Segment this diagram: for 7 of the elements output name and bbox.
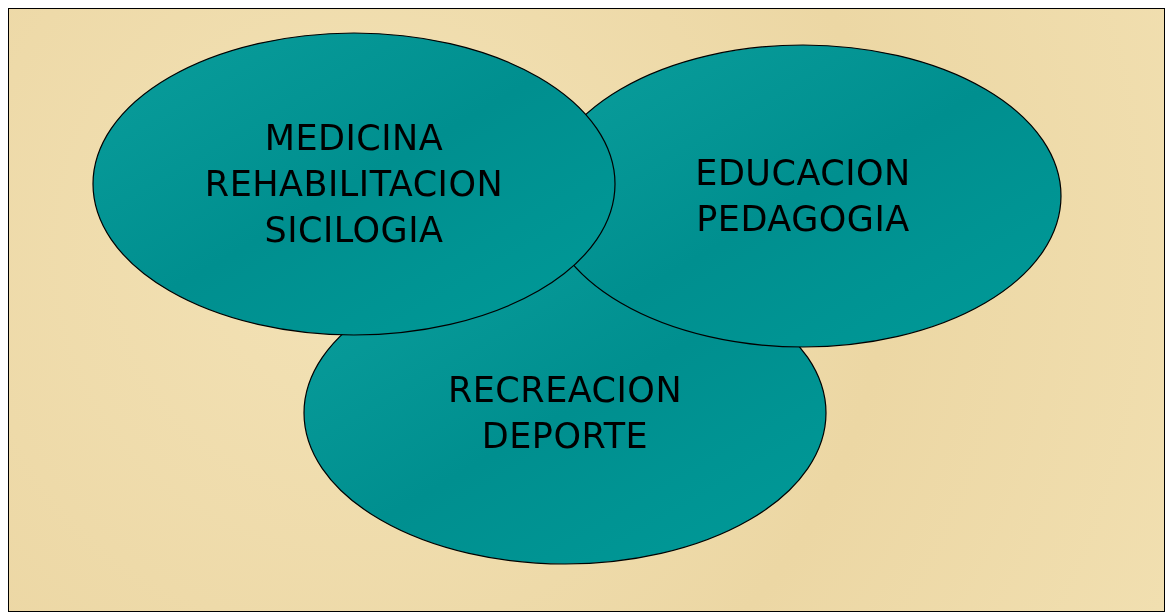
oval-label: REHABILITACION [204,163,504,206]
oval-label: MEDICINA [264,117,444,160]
oval-label: PEDAGOGIA [696,198,910,241]
oval-label: EDUCACION [695,152,911,195]
oval-label: SICILOGIA [264,209,444,252]
oval-label: DEPORTE [481,415,649,458]
oval-label: RECREACION [447,369,683,412]
